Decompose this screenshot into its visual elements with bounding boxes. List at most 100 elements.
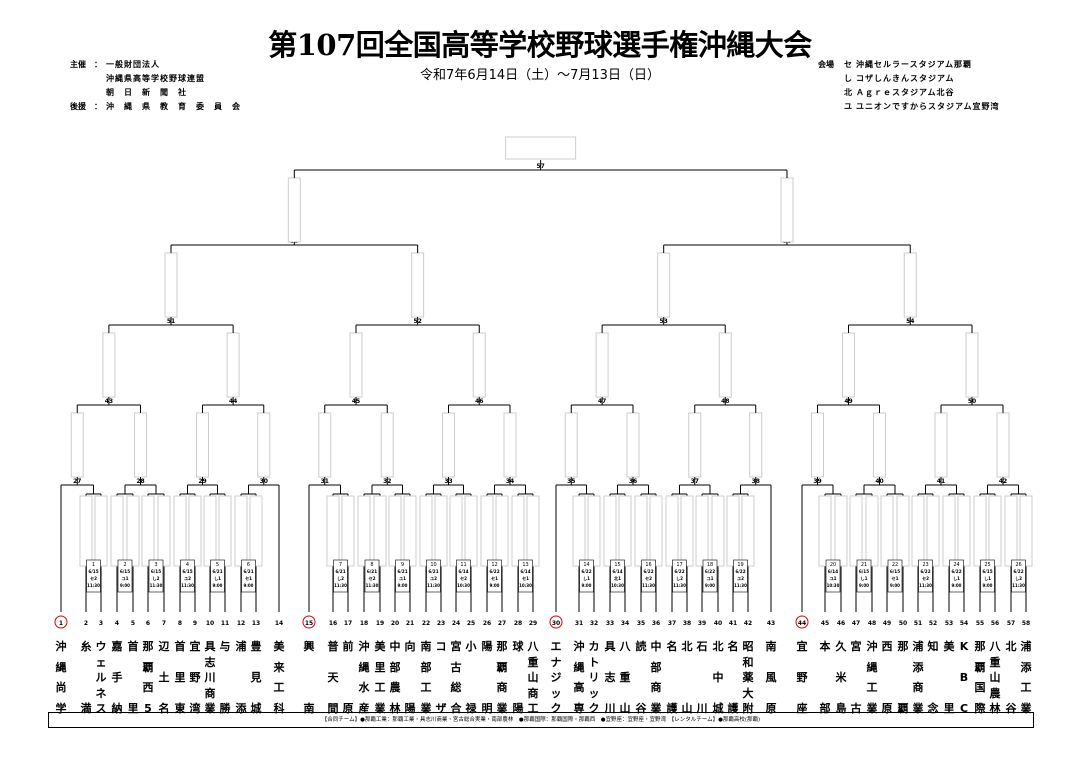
score-box <box>811 412 824 478</box>
slot-number: 39 <box>698 620 706 627</box>
match-time: 9:00 <box>582 583 592 588</box>
match-venue: ユ1 <box>399 576 406 581</box>
score-box <box>449 495 463 567</box>
score-box <box>495 495 509 567</box>
match-venue: セ1 <box>891 576 898 582</box>
match-date: 6/15 <box>88 569 98 574</box>
match-number: 19 <box>737 562 743 568</box>
score-box <box>718 332 732 398</box>
score-box <box>834 495 848 567</box>
match-venue: し1 <box>214 576 221 582</box>
seed-circle <box>54 615 68 629</box>
slot-number: 43 <box>767 620 775 627</box>
match-date: 6/14 <box>828 569 838 574</box>
slot-number: 56 <box>991 620 999 627</box>
score-box <box>141 495 155 567</box>
match-date: 6/21 <box>335 569 345 574</box>
score-box <box>957 495 971 567</box>
slot-number: 24 <box>452 620 460 627</box>
score-box <box>634 495 648 567</box>
score-box <box>780 177 794 243</box>
slot-number: 17 <box>344 620 352 627</box>
slot-number: 7 <box>162 620 166 627</box>
score-box <box>618 495 632 567</box>
score-box <box>126 495 140 567</box>
score-box <box>911 495 925 567</box>
match-date: 6/21 <box>212 569 222 574</box>
slot-number: 15 <box>305 620 313 627</box>
match-venue: セ2 <box>645 576 652 582</box>
slot-number: 58 <box>1022 620 1030 627</box>
organizer-value: 一般財団法人 <box>106 60 160 69</box>
score-box <box>480 495 494 567</box>
slot-number: 23 <box>437 620 445 627</box>
match-date: 6/22 <box>920 569 930 574</box>
match-date: 6/22 <box>705 569 715 574</box>
slot-number: 9 <box>193 620 197 627</box>
match-info-box <box>241 559 256 593</box>
match-number: 7 <box>339 562 342 568</box>
score-box <box>434 495 448 567</box>
score-box <box>603 495 617 567</box>
score-box <box>380 412 394 478</box>
match-time: 11:30 <box>334 583 347 588</box>
match-time: 11:30 <box>642 583 655 588</box>
score-box <box>818 495 832 567</box>
score-box <box>865 495 879 567</box>
match-number: 10 <box>430 562 436 568</box>
score-box <box>234 495 248 567</box>
score-box <box>442 412 455 478</box>
match-info-box <box>456 559 471 593</box>
organizer-value: 朝 日 新 聞 社 <box>106 88 187 97</box>
score-box <box>688 412 702 478</box>
match-time: 9:00 <box>859 583 869 588</box>
match-number: 6 <box>247 562 250 568</box>
slot-number: 27 <box>498 620 506 627</box>
match-number: 13 <box>522 562 528 568</box>
match-time: 9:00 <box>952 583 962 588</box>
score-box <box>726 495 740 567</box>
match-number: 11 <box>460 562 466 568</box>
slot-number: 38 <box>683 620 691 627</box>
score-box <box>157 495 171 567</box>
match-date: 6/22 <box>489 569 499 574</box>
champion-box <box>505 136 577 160</box>
score-box <box>973 495 987 567</box>
venue-name: 沖縄セルラースタジアム那覇 <box>856 60 973 69</box>
match-date: 6/21 <box>367 569 377 574</box>
match-info-box <box>887 559 903 593</box>
score-box <box>388 495 402 567</box>
slot-number: 12 <box>237 620 245 627</box>
score-box <box>749 412 763 478</box>
slot-number: 20 <box>391 620 399 627</box>
score-box <box>411 252 425 318</box>
score-box <box>896 495 910 567</box>
match-info-box <box>1011 559 1026 593</box>
match-date: 6/15 <box>859 569 869 574</box>
slot-number: 35 <box>637 620 645 627</box>
slot-number: 21 <box>406 620 414 627</box>
match-date: 6/15 <box>120 569 130 574</box>
match-date: 6/21 <box>243 569 253 574</box>
match-date: 6/15 <box>890 569 900 574</box>
score-box <box>349 332 363 398</box>
match-time: 9:00 <box>705 583 715 588</box>
match-number: 21 <box>861 562 867 568</box>
score-box <box>287 177 301 243</box>
venue-name: ユニオンですからスタジアム宜野湾 <box>856 102 1000 111</box>
score-box <box>934 412 948 478</box>
slot-number: 33 <box>606 620 614 627</box>
venue-name: Ａｇｒｅスタジアム北谷 <box>856 88 955 97</box>
match-time: 11:30 <box>87 583 100 588</box>
match-info-box <box>210 559 225 593</box>
score-box <box>318 412 332 478</box>
match-info-box <box>825 559 841 593</box>
score-box <box>873 412 886 478</box>
score-box <box>595 332 609 398</box>
score-box <box>503 412 517 478</box>
match-info-box <box>117 559 133 593</box>
slot-number: 1 <box>59 620 63 627</box>
match-time: 10:30 <box>827 583 840 588</box>
score-box <box>164 252 178 318</box>
